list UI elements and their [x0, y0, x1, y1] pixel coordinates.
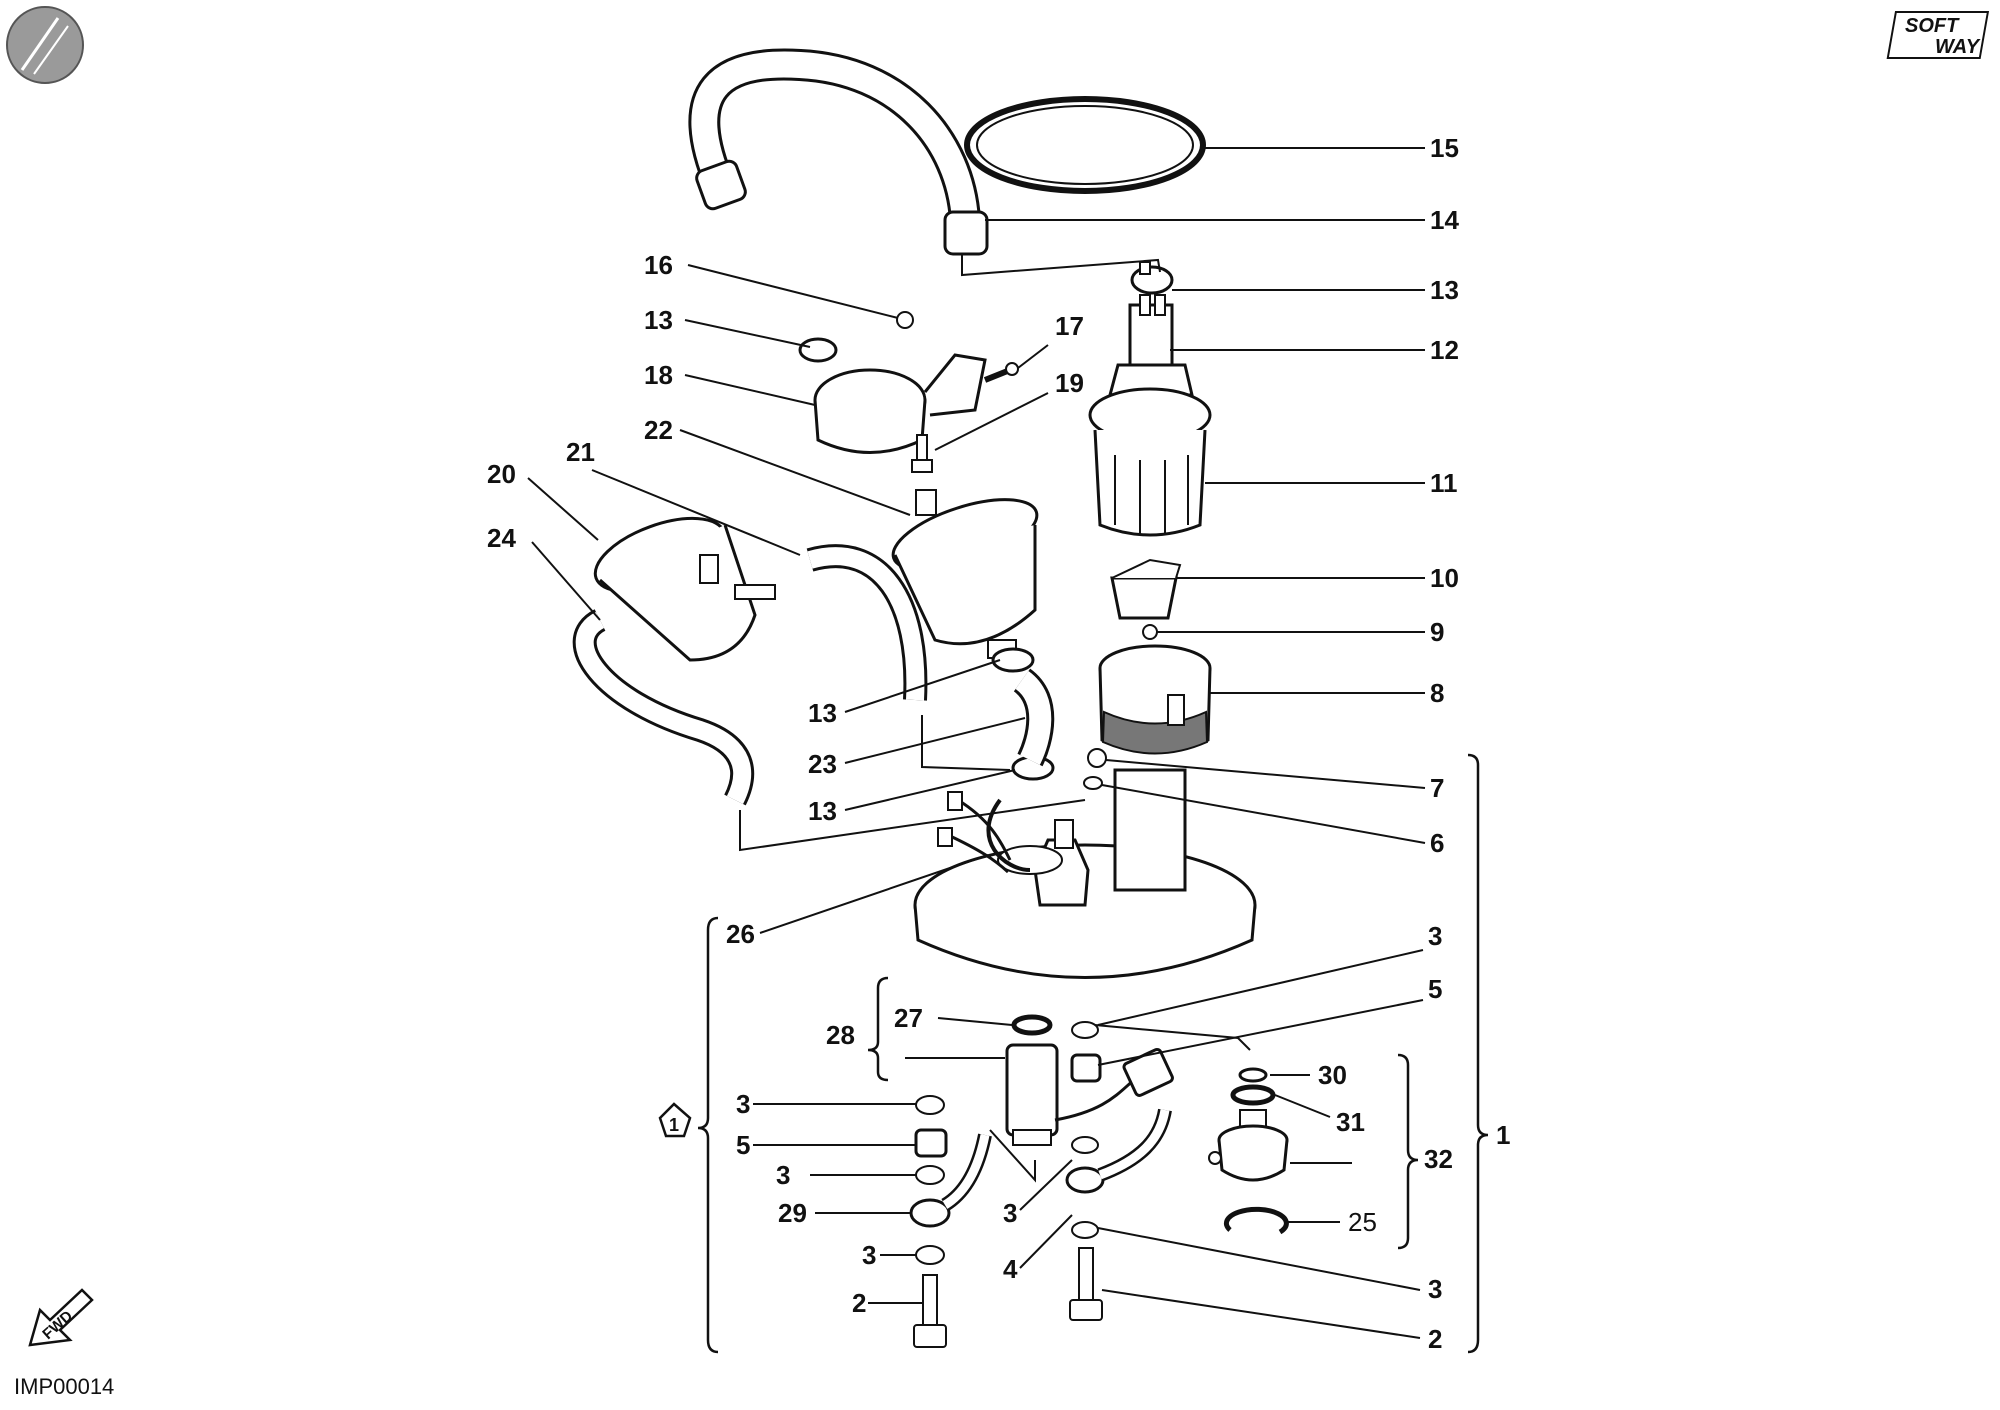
callout-18: 18 [644, 360, 673, 390]
leader-lines [527, 147, 1426, 1339]
group-marker: 1 [658, 1102, 692, 1138]
part-pipe-4 [1065, 1108, 1172, 1194]
part-hose-21 [806, 544, 928, 701]
bracket-braces [697, 753, 1489, 1354]
part-clamp-13-top [1130, 261, 1174, 295]
part-fuel-filter-22 [891, 489, 1039, 659]
callout-13-left: 13 [644, 305, 673, 335]
part-oring-31 [1230, 1084, 1276, 1106]
callout-23: 23 [808, 749, 837, 779]
part-oring-15 [964, 96, 1206, 194]
callout-11: 11 [1430, 468, 1458, 498]
part-screw-17 [983, 362, 1019, 383]
callout-29: 29 [778, 1198, 807, 1228]
brand-line1: SOFT [1905, 15, 1960, 37]
callout-4: 4 [1003, 1254, 1018, 1284]
callout-28: 28 [826, 1020, 855, 1050]
callout-3-left1: 3 [736, 1089, 750, 1119]
callout-3-left3: 3 [862, 1240, 876, 1270]
callout-13-top: 13 [1430, 275, 1459, 305]
callout-14: 14 [1430, 205, 1459, 235]
part-clamp-13-left [798, 337, 838, 363]
drawing-code: IMP00014 [14, 1374, 114, 1399]
part-pump-motor [1005, 1043, 1059, 1146]
part-washer-3-left1 [915, 1095, 945, 1115]
part-spacer-5-left [914, 1128, 948, 1158]
callout-3-right: 3 [1428, 1274, 1442, 1304]
fwd-arrow-icon: FWD [28, 1288, 94, 1347]
callout-25: 25 [1348, 1207, 1377, 1237]
callout-27: 27 [894, 1003, 923, 1033]
callout-12: 12 [1430, 335, 1459, 365]
callout-20: 20 [487, 459, 516, 489]
group-marker-label: 1 [669, 1115, 679, 1135]
part-washer-3-right3 [1071, 1221, 1099, 1239]
callout-21: 21 [566, 437, 595, 467]
part-filter-8 [1098, 644, 1212, 755]
part-nut-9 [1142, 624, 1158, 640]
part-snap-ring-25 [1223, 1206, 1289, 1235]
part-washer-3-right [1071, 1021, 1099, 1039]
part-oring-30 [1238, 1067, 1268, 1083]
callout-15: 15 [1430, 133, 1459, 163]
part-bolt-2-right [1069, 1247, 1103, 1321]
callout-30: 30 [1318, 1060, 1347, 1090]
part-washer-6 [1083, 776, 1103, 790]
part-fuel-pump-12 [1108, 294, 1194, 397]
callout-13-mid1: 13 [808, 698, 837, 728]
part-fitting-7 [1087, 748, 1107, 768]
callout-1: 1 [1496, 1120, 1510, 1150]
callout-7: 7 [1430, 773, 1444, 803]
callout-17: 17 [1055, 311, 1084, 341]
part-washer-3-left2 [915, 1165, 945, 1185]
part-spacer-5-right [1070, 1053, 1102, 1083]
part-bolt-2-left [913, 1274, 947, 1348]
part-pipe-29 [909, 1133, 992, 1228]
part-bolt-19 [911, 434, 933, 473]
callout-19: 19 [1055, 368, 1084, 398]
part-wiring-26 [937, 791, 1012, 874]
part-regulator-housing-20 [593, 516, 776, 662]
callout-10: 10 [1430, 563, 1459, 593]
corner-logo-icon [6, 6, 84, 84]
callout-31: 31 [1336, 1107, 1365, 1137]
softway-brand-logo: SOFT WAY [1886, 11, 1990, 59]
callout-26: 26 [726, 919, 755, 949]
callout-16: 16 [644, 250, 673, 280]
callout-2-right: 2 [1428, 1324, 1442, 1354]
callout-6: 6 [1430, 828, 1444, 858]
part-clamp-13-mid1 [991, 647, 1035, 673]
callout-13-mid2: 13 [808, 796, 837, 826]
part-washer-3-right2 [1071, 1136, 1099, 1154]
part-flange-base [913, 768, 1257, 979]
callout-32: 32 [1424, 1144, 1453, 1174]
callout-22: 22 [644, 415, 673, 445]
callout-labels: 15 14 13 12 11 10 9 8 7 6 16 13 17 18 19… [487, 133, 1510, 1354]
part-hose-24 [572, 609, 755, 806]
part-bracket-10 [1110, 558, 1182, 620]
callout-24: 24 [487, 523, 516, 553]
callout-5-left: 5 [736, 1130, 750, 1160]
callout-3-left2: 3 [776, 1160, 790, 1190]
part-hose-14 [688, 48, 989, 256]
callout-3-mid: 3 [1003, 1198, 1017, 1228]
callout-8: 8 [1430, 678, 1444, 708]
part-pressure-regulator [1208, 1109, 1289, 1182]
callout-5-upper: 5 [1428, 974, 1442, 1004]
part-nut-16 [896, 311, 914, 329]
callout-9: 9 [1430, 617, 1444, 647]
part-hose-23 [1012, 668, 1055, 767]
callout-3-upper: 3 [1428, 921, 1442, 951]
part-connector-cable [1054, 1047, 1174, 1122]
brand-line2: WAY [1935, 36, 1981, 58]
part-washer-3-left3 [915, 1245, 945, 1265]
part-pump-body-11 [1088, 387, 1212, 537]
callout-2-left: 2 [852, 1288, 866, 1318]
part-oring-27 [1011, 1014, 1053, 1036]
